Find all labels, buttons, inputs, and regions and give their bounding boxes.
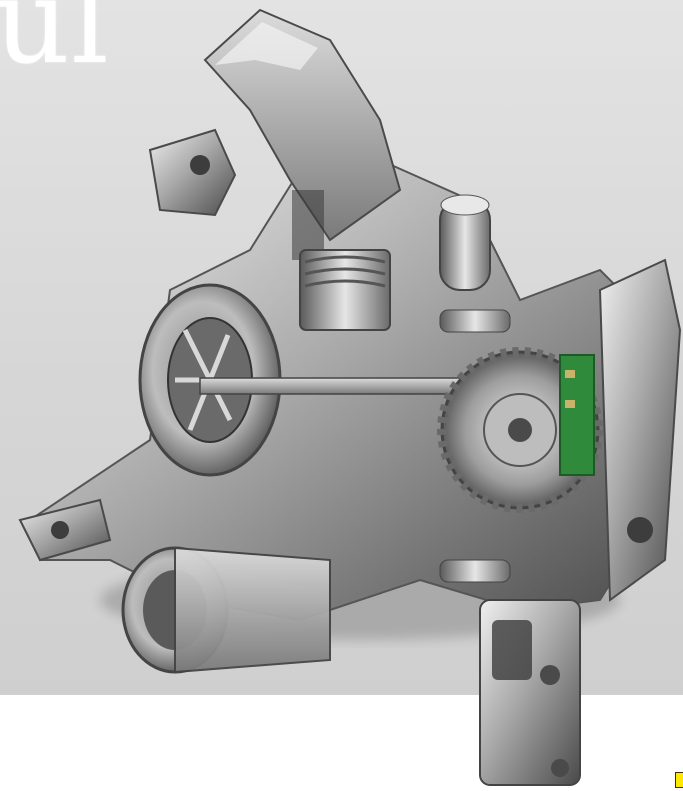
- heading-fragment: ul: [0, 0, 110, 90]
- corner-marker: [675, 772, 683, 788]
